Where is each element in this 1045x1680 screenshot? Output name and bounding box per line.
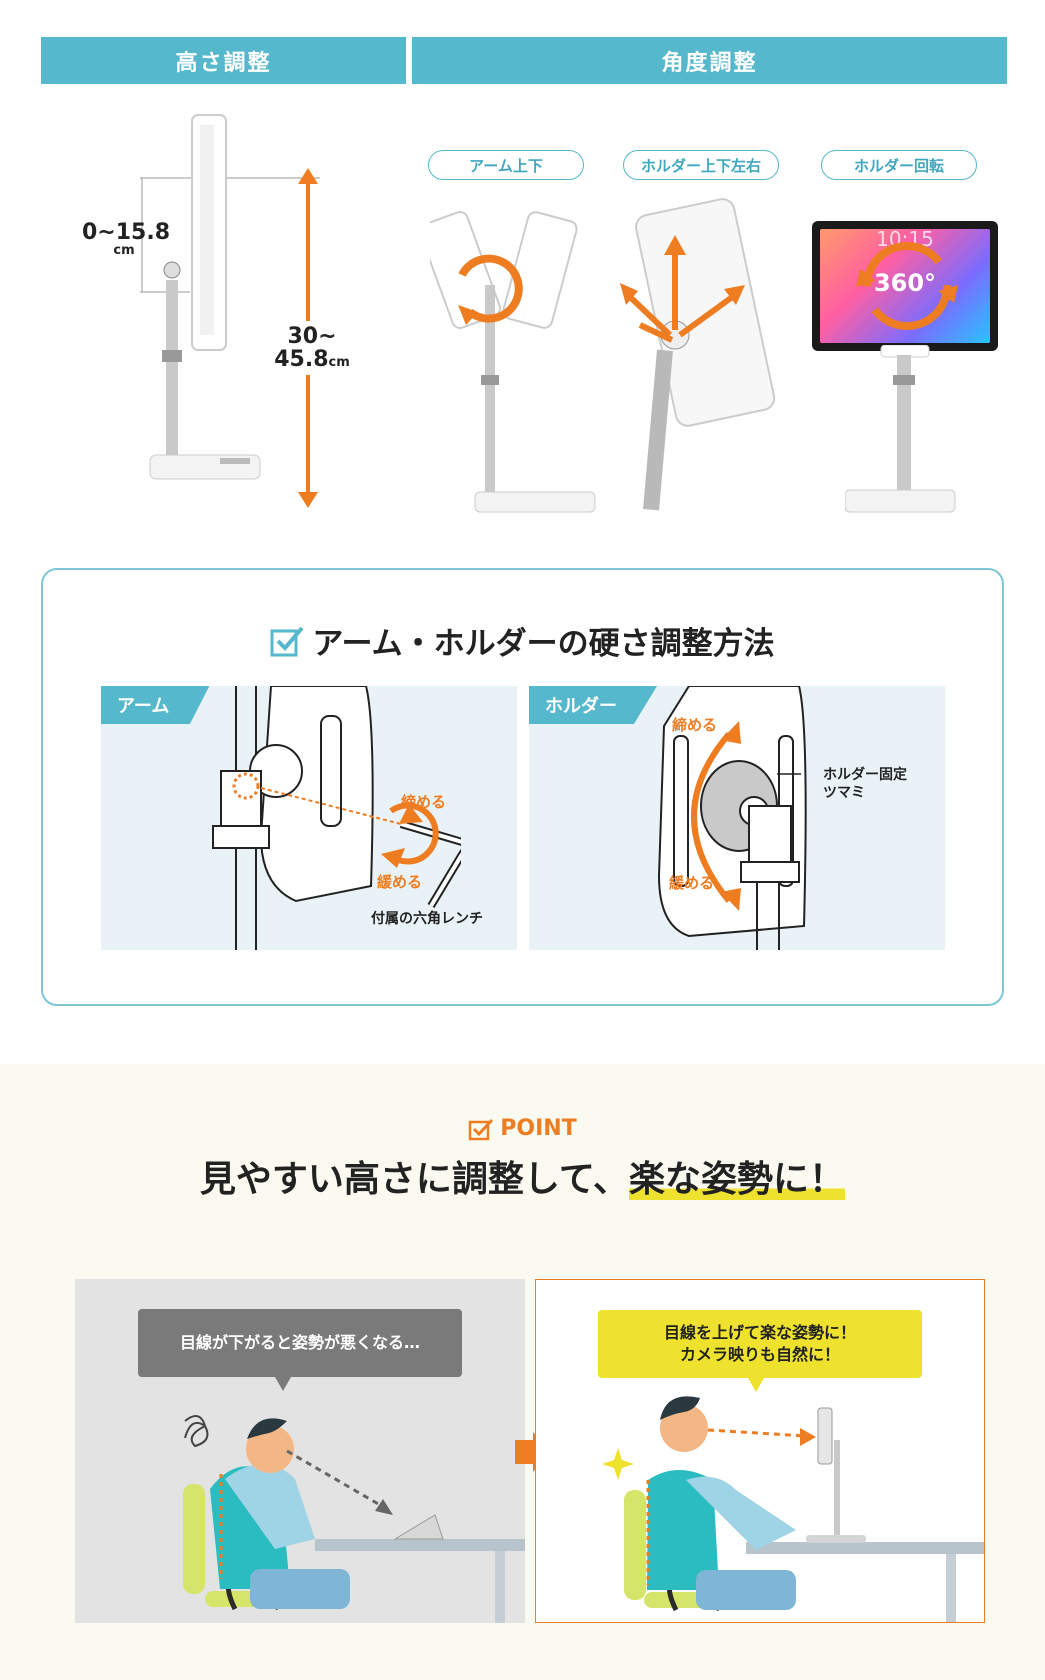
checkbox-icon <box>270 626 304 656</box>
stand-pole <box>166 280 178 470</box>
total-value-2: 45.8 <box>274 347 329 373</box>
bad-posture-bubble: 目線が下がると姿勢が悪くなる… <box>138 1309 462 1377</box>
arm-loosen-label: 緩める <box>377 873 423 891</box>
pill-arm-updown: アーム上下 <box>428 150 584 180</box>
point-headline-highlight: 楽な姿勢に！ <box>629 1159 846 1200</box>
frustration-icon <box>184 1415 209 1448</box>
point-headline-prefix: 見やすい高さに調整して、 <box>199 1159 630 1200</box>
rotation-badge: 360° <box>873 269 937 297</box>
good-posture-bubble: 目線を上げて楽な姿勢に！ カメラ映りも自然に！ <box>598 1310 922 1378</box>
pole-joint <box>163 261 181 279</box>
holder-inner <box>200 125 214 335</box>
total-value-1: 30~ <box>287 324 337 349</box>
pill-holder-rotate: ホルダー回転 <box>821 150 977 180</box>
sparkle-icon <box>602 1448 634 1480</box>
range-measurement: 0~15.8 cm <box>82 220 171 259</box>
holder-tighten-arc <box>691 721 741 911</box>
holder-loosen-label: 緩める <box>669 874 715 892</box>
point-check-icon <box>469 1118 494 1140</box>
height-adjust-header-text: 高さ調整 <box>175 50 272 76</box>
bad-posture-illustration <box>183 1377 525 1623</box>
holder-panel-tab: ホルダー <box>529 686 657 724</box>
pill-arm-updown-label: アーム上下 <box>469 156 543 175</box>
bad-posture-bubble-text: 目線が下がると姿勢が悪くなる… <box>179 1332 420 1352</box>
arm-clamp <box>481 375 499 385</box>
good-posture-scene: 目線を上げて楽な姿勢に！ カメラ映りも自然に！ <box>535 1279 985 1623</box>
height-stand-illustration <box>140 114 320 480</box>
point-headline: 見やすい高さに調整して、楽な姿勢に！ <box>0 1150 1045 1202</box>
holder-knob-label-1: ホルダー固定 <box>823 767 907 783</box>
holder-tighten-label: 締める <box>672 716 718 734</box>
arm-base <box>474 491 596 513</box>
bad-posture-scene: 目線が下がると姿勢が悪くなる… <box>75 1279 525 1623</box>
range-value: 0~15.8 <box>82 220 171 245</box>
stiffness-title-text: アーム・ホルダーの硬さ調整方法 <box>312 626 775 662</box>
holder-directions-illustration <box>620 198 776 511</box>
holder-knob-label: ホルダー固定 ツマミ <box>823 766 907 802</box>
arrow-left <box>625 292 673 338</box>
arm-panel: 締める 緩める 付属の六角レンチ アーム <box>101 686 517 950</box>
base-pad <box>220 458 250 464</box>
pill-holder-rotate-label: ホルダー回転 <box>853 156 944 175</box>
pole-clamp <box>162 350 182 362</box>
angle-adjust-header-text: 角度調整 <box>661 50 758 76</box>
pill-holder-directions-label: ホルダー上下左右 <box>640 156 761 175</box>
height-adjust-header: 高さ調整 <box>41 37 406 84</box>
arm-panel-tab: アーム <box>101 686 210 724</box>
stiffness-title: アーム・ホルダーの硬さ調整方法 <box>0 618 1045 663</box>
tighten-loosen-arc <box>389 802 439 865</box>
arm-pole <box>485 285 495 505</box>
pill-holder-directions: ホルダー上下左右 <box>623 150 779 180</box>
arrow-right <box>678 292 737 338</box>
tablet-device: 10:15 360° <box>812 221 998 351</box>
holder-panel: 締める 緩める ホルダー固定 ツマミ ホルダー <box>529 686 945 950</box>
point-label-text: POINT <box>500 1116 577 1141</box>
total-measurement: 30~ 45.8cm <box>262 321 362 376</box>
rotate-360-arrows <box>856 242 958 330</box>
arm-tighten-label: 締める <box>401 793 447 811</box>
rotate-arrow-arc <box>458 254 523 323</box>
hex-wrench <box>260 787 461 909</box>
arm-updown-illustration <box>430 211 596 513</box>
total-unit: cm <box>328 355 350 371</box>
holder-panel-tab-text: ホルダー <box>545 696 617 717</box>
arrow-down <box>638 322 674 343</box>
good-posture-illustration <box>602 1378 984 1622</box>
holder-pole <box>643 349 673 511</box>
rotate-arrow-head <box>458 305 478 325</box>
holder-tilted-right <box>502 211 578 329</box>
holder-panel-illustration <box>657 686 807 950</box>
hex-socket-highlight <box>232 772 260 800</box>
rotate-stand <box>845 345 956 513</box>
good-posture-bubble-line1: 目線を上げて楽な姿勢に！ <box>663 1322 856 1342</box>
arm-panel-illustration <box>212 686 374 950</box>
range-unit: cm <box>113 243 135 259</box>
angle-adjust-header: 角度調整 <box>412 37 1007 84</box>
holder-knob-label-2: ツマミ <box>823 785 865 802</box>
arm-tool-label: 付属の六角レンチ <box>371 911 483 927</box>
good-posture-bubble-line2: カメラ映りも自然に！ <box>679 1345 840 1364</box>
point-label: POINT <box>0 1116 1045 1141</box>
arm-panel-tab-text: アーム <box>117 696 170 717</box>
